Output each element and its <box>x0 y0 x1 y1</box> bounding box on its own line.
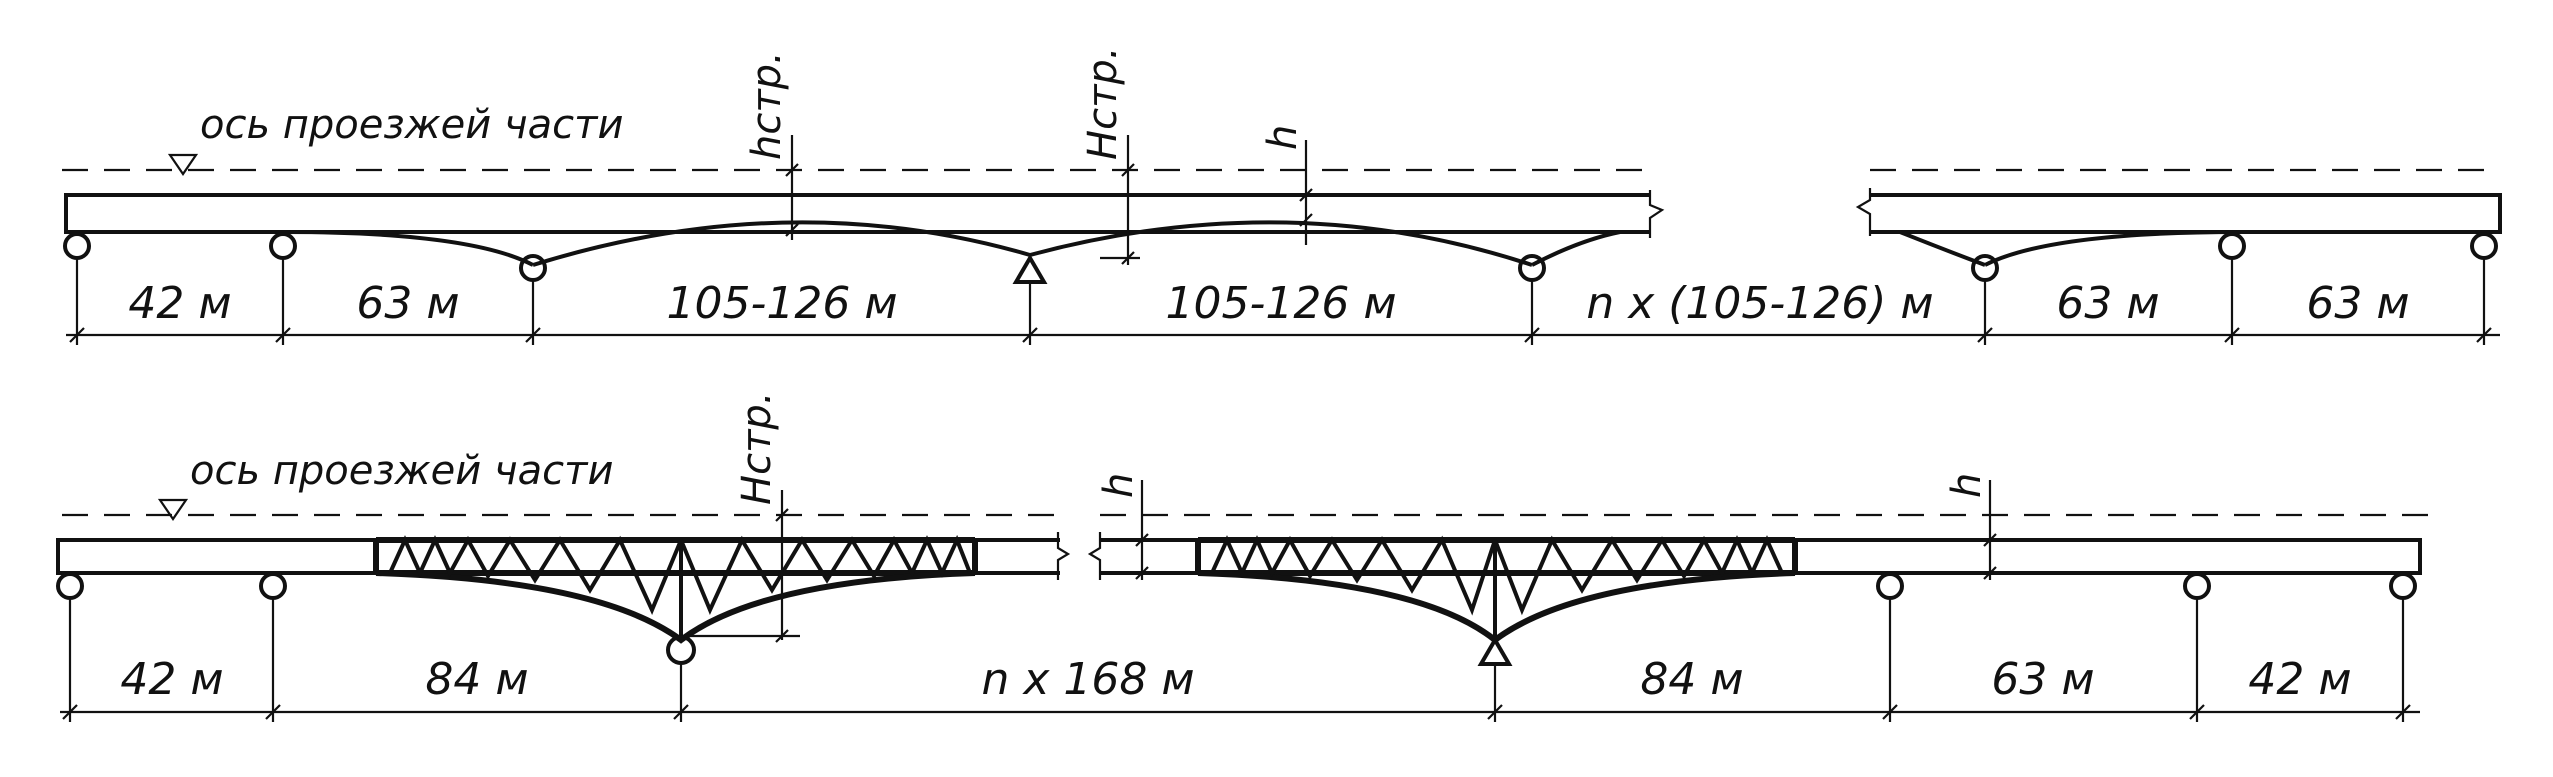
top-span-label-3: 105-126 м <box>666 278 897 329</box>
top-haunch-4 <box>1531 230 1621 267</box>
bottom-roller-support-icon-4 <box>1876 572 1904 600</box>
top-break-mark-right <box>1855 188 1872 236</box>
top-haunch-3 <box>1029 220 1533 267</box>
top-span-label-7: 63 м <box>2306 278 2409 329</box>
top-roller-support-icon-6 <box>2218 232 2246 260</box>
bottom-bridge-scheme: ось проезжей части <box>56 392 2430 722</box>
bottom-h-label-right: h <box>1944 473 1990 498</box>
top-bridge-scheme: ось проезжей части <box>62 47 2502 345</box>
top-deck-left <box>64 193 1650 234</box>
top-break-mark-left <box>1648 190 1665 238</box>
bottom-roller-support-icon-6 <box>2389 572 2417 600</box>
bottom-axis-marker-icon <box>157 498 189 521</box>
bottom-break-mark-left <box>1056 532 1071 580</box>
bottom-span-label-3: n x 168 м <box>981 654 1194 705</box>
top-axis-label: ось проезжей части <box>200 102 623 148</box>
bottom-break-mark-right <box>1087 532 1102 580</box>
top-span-label-6: 63 м <box>2056 278 2159 329</box>
bottom-span-label-2: 84 м <box>425 654 528 705</box>
bottom-truss-right <box>1195 535 1798 644</box>
top-span-label-5: n x (105-126) м <box>1586 278 1933 329</box>
bottom-fixed-support-icon <box>1477 636 1513 666</box>
top-haunch-2 <box>532 220 1031 267</box>
bottom-dimension-ticks <box>62 598 2411 722</box>
bottom-span-label-6: 42 м <box>2248 654 2351 705</box>
top-span-label-4: 105-126 м <box>1165 278 1396 329</box>
bottom-span-label-1: 42 м <box>120 654 223 705</box>
bottom-roller-support-icon-1 <box>56 572 84 600</box>
bottom-axis-label: ось проезжей части <box>190 448 613 494</box>
bottom-h-label-left: h <box>1096 473 1142 498</box>
top-haunch-5 <box>1899 230 1986 267</box>
bottom-roller-support-icon-2 <box>259 572 287 600</box>
top-axis-marker-icon <box>167 153 199 176</box>
top-h-label: h <box>1260 125 1306 150</box>
top-fixed-support-icon <box>1012 254 1048 284</box>
top-deck-right <box>1870 193 2502 234</box>
bottom-span-label-5: 63 м <box>1991 654 2094 705</box>
top-dimension-ticks <box>69 258 2492 345</box>
bottom-roller-support-icon-5 <box>2183 572 2211 600</box>
top-roller-support-icon-2 <box>269 232 297 260</box>
top-haunch-6 <box>1984 230 2241 267</box>
top-roller-support-icon-5 <box>1971 254 1999 282</box>
top-haunch-1 <box>284 230 534 267</box>
top-hstr-label: hстр. <box>744 51 790 160</box>
top-Hstr-label: Hстр. <box>1080 47 1126 160</box>
top-span-label-2: 63 м <box>356 278 459 329</box>
top-roller-support-icon-7 <box>2470 232 2498 260</box>
top-roller-support-icon-1 <box>63 232 91 260</box>
top-roller-support-icon-4 <box>1518 254 1546 282</box>
top-span-label-1: 42 м <box>128 278 231 329</box>
bottom-span-label-4: 84 м <box>1640 654 1743 705</box>
top-roller-support-icon-3 <box>519 254 547 282</box>
bottom-Hstr-label: Hстр. <box>734 392 780 505</box>
bottom-truss-left <box>373 534 978 644</box>
